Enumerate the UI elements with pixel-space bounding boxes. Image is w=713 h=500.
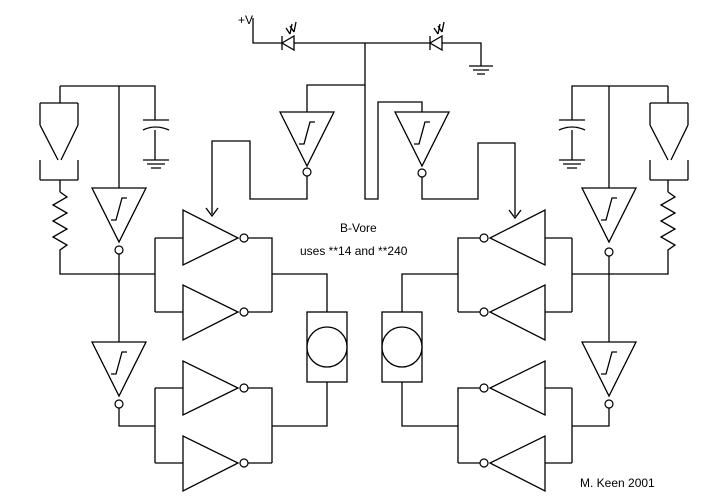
right-resistor	[572, 191, 677, 275]
motor-right	[381, 311, 458, 427]
buffer-left-3	[154, 359, 273, 464]
motor-left	[272, 311, 348, 427]
photodiode-pair	[252, 18, 493, 112]
left-bumper-switch	[39, 85, 119, 192]
schmitt-trigger-right-lower	[572, 341, 638, 427]
ground-symbol-top	[469, 65, 493, 75]
schmitt-trigger-right-upper	[580, 86, 638, 342]
schmitt-trigger-left-lower	[90, 341, 155, 427]
buffer-left-1	[154, 208, 273, 313]
left-capacitor	[119, 85, 170, 169]
buffer-right-1	[457, 208, 573, 313]
schmitt-trigger-left-upper	[90, 86, 148, 342]
schmitt-trigger-top-right	[364, 85, 522, 220]
left-resistor	[51, 191, 155, 275]
buffer-right-2	[401, 273, 546, 342]
buffer-left-4	[182, 434, 272, 493]
supply-label: +V	[238, 13, 253, 27]
circuit-title: B-Vore	[340, 221, 377, 235]
schmitt-trigger-top-left	[205, 111, 336, 218]
right-bumper-switch	[609, 85, 689, 192]
buffer-right-3	[457, 359, 573, 464]
right-capacitor	[558, 85, 609, 169]
chips-note: uses **14 and **240	[300, 244, 408, 258]
author-credit: M. Keen 2001	[580, 476, 655, 490]
buffer-left-2	[182, 273, 328, 342]
buffer-right-4	[458, 434, 546, 493]
